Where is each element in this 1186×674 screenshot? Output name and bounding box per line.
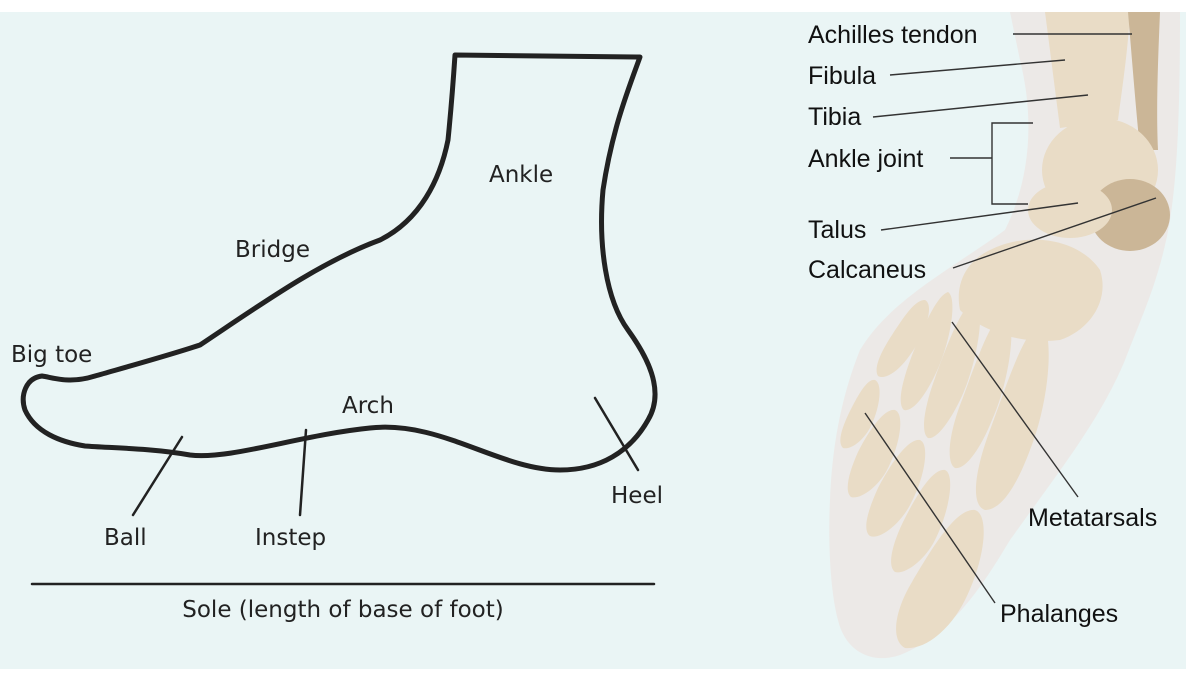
- label-instep: Instep: [255, 525, 326, 551]
- label-big-toe: Big toe: [11, 342, 92, 368]
- label-ball: Ball: [104, 525, 147, 551]
- label-metatarsals: Metatarsals: [1028, 504, 1157, 532]
- label-phalanges: Phalanges: [1000, 600, 1118, 628]
- label-achilles-tendon: Achilles tendon: [808, 21, 978, 49]
- label-talus: Talus: [808, 216, 866, 244]
- tibia-bone: [1045, 12, 1130, 128]
- label-sole: Sole (length of base of foot): [182, 597, 503, 623]
- label-fibula: Fibula: [808, 62, 876, 90]
- label-bridge: Bridge: [235, 237, 310, 263]
- label-ankle: Ankle: [489, 162, 553, 188]
- label-arch: Arch: [342, 393, 394, 419]
- label-calcaneus: Calcaneus: [808, 256, 926, 284]
- label-tibia: Tibia: [808, 103, 861, 131]
- talus-bone: [1028, 182, 1112, 238]
- label-ankle-joint: Ankle joint: [808, 145, 923, 173]
- label-heel: Heel: [611, 483, 663, 509]
